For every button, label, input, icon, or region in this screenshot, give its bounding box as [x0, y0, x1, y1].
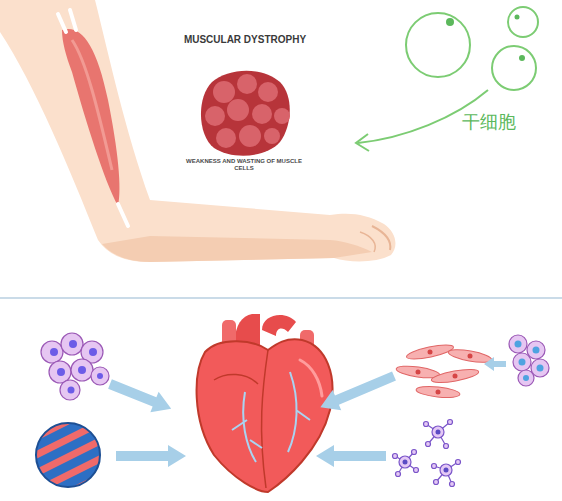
neural-cells: [393, 420, 461, 487]
muscle-tissue: [201, 71, 290, 156]
stem-cells: [406, 7, 538, 90]
nucleus: [50, 340, 103, 394]
divider: [0, 297, 562, 299]
caption-note: WEAKNESS AND WASTING OF MUSCLE CELLS: [182, 158, 306, 172]
stem-cell-label: 干细胞: [462, 112, 542, 133]
arrowhead: [356, 134, 369, 151]
spindle-cells: [396, 342, 493, 399]
heart: [197, 314, 333, 492]
cell-cluster: [509, 335, 549, 386]
nucleus: [416, 350, 473, 395]
nucleus: [515, 341, 544, 382]
cell-cluster: [41, 333, 109, 400]
arm: [0, 0, 395, 262]
muscle-fibre: [30, 400, 110, 501]
illustration-title: MUSCULAR DYSTROPHY: [160, 34, 330, 46]
nucleus: [446, 15, 525, 62]
block-arrow: [106, 357, 506, 467]
